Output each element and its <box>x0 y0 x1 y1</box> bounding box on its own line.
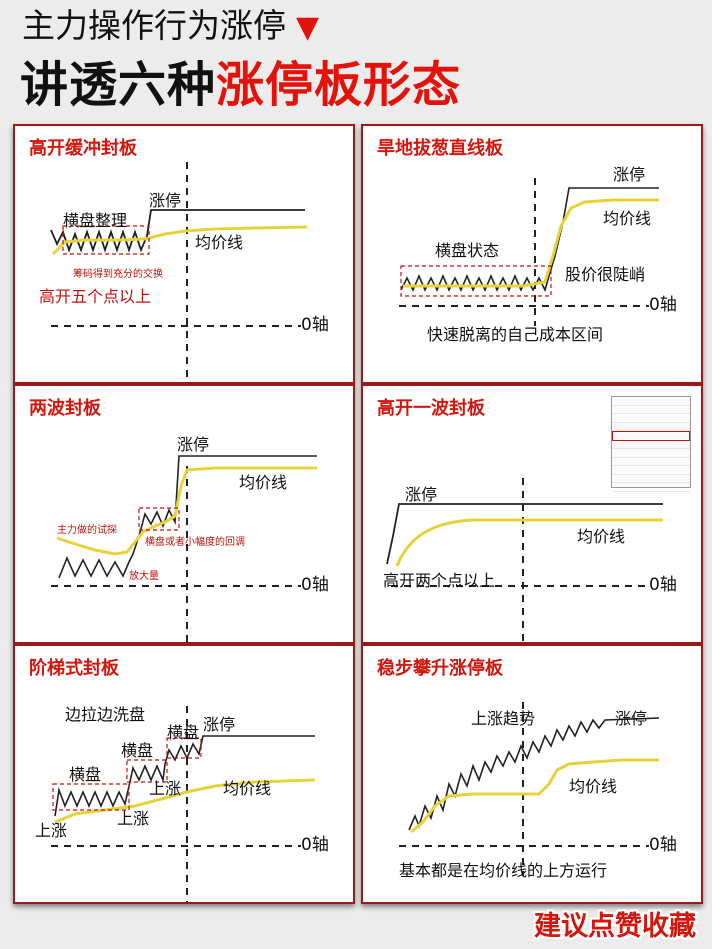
quote-row <box>612 406 690 414</box>
zero-axis-label: 0轴 <box>649 575 677 595</box>
quote-row <box>612 458 690 466</box>
header-title-line1: 主力操作行为涨停 ▼ <box>22 6 319 48</box>
consolidation-box-3 <box>166 737 202 759</box>
consolidation-box-1 <box>52 783 130 811</box>
quote-row <box>612 423 690 431</box>
title-black-part: 讲透六种 <box>20 57 217 113</box>
panel-two-wave-board: 两波封板 涨停 均价线 主力做的试探 横盘或者小幅度的回调 放大量 0轴 <box>13 384 355 644</box>
limit-up-label: 涨停 <box>405 485 438 504</box>
consolidation-label: 横盘状态 <box>435 241 500 260</box>
footer-save-reminder: 建议点赞收藏 <box>534 911 696 942</box>
panel-title: 稳步攀升涨停板 <box>377 658 503 679</box>
limit-up-label: 涨停 <box>149 191 182 210</box>
consolidation-label: 横盘整理 <box>63 211 128 230</box>
panel-title: 旱地拔葱直线板 <box>377 138 503 159</box>
header: 主力操作行为涨停 ▼ 讲透六种涨停板形态 <box>0 0 712 120</box>
consolidation-label-3: 横盘 <box>167 723 200 742</box>
consolidation-box <box>400 265 552 297</box>
panel-steady-climb-board: 稳步攀升涨停板 上涨趋势 涨停 均价线 0轴 基本都是在均价线的上方运行 <box>361 644 703 904</box>
consolidation-box <box>62 225 150 255</box>
title-red-part: 涨停板形态 <box>216 57 462 113</box>
limit-up-label: 涨停 <box>615 709 648 728</box>
quote-row-highlight <box>612 431 690 441</box>
above-average-note: 基本都是在均价线的上方运行 <box>399 861 608 880</box>
title-text: 主力操作行为涨停 <box>22 6 286 45</box>
consolidation-label-2: 横盘 <box>121 741 154 760</box>
panel-5-chart <box>51 706 316 902</box>
panel-3-chart <box>51 455 317 642</box>
average-line-label: 均价线 <box>577 527 626 546</box>
limit-up-label: 涨停 <box>613 165 646 184</box>
price-line <box>54 735 315 817</box>
quote-row <box>612 475 690 483</box>
pullback-note: 横盘或者小幅度的回调 <box>145 537 245 548</box>
zero-axis-label: 0轴 <box>649 295 677 315</box>
volume-note: 放大量 <box>129 571 159 582</box>
quote-row <box>612 449 690 458</box>
panel-title: 高开缓冲封板 <box>29 138 137 159</box>
rise-label-1: 上涨 <box>35 821 68 840</box>
quote-panel-thumbnail <box>611 396 691 492</box>
panel-title: 两波封板 <box>29 398 101 419</box>
zero-axis-label: 0轴 <box>301 315 329 335</box>
panel-straight-line-board: 旱地拔葱直线板 涨停 均价线 横盘状态 股价很陡峭 0轴 快速脱离的自己成本区间 <box>361 124 703 384</box>
quote-row <box>612 483 690 492</box>
price-line <box>408 717 660 831</box>
quote-row <box>612 414 690 423</box>
quote-row <box>612 466 690 475</box>
panel-gap-up-one-wave: 高开一波封板 涨停 均价线 高开两个点以上 0轴 <box>361 384 703 644</box>
panel-gap-up-buffer: 高开缓冲封板 涨停 横盘整理 均价线 筹码得到充分的交换 高开五个点以上 0轴 <box>13 124 355 384</box>
price-line <box>386 503 663 565</box>
average-line-label: 均价线 <box>239 473 288 492</box>
header-title-line2: 讲透六种涨停板形态 <box>20 56 461 114</box>
panel-2-chart <box>399 178 659 326</box>
gap-up-label: 高开五个点以上 <box>39 287 152 306</box>
average-line <box>403 198 659 288</box>
chip-exchange-note: 筹码得到充分的交换 <box>73 269 163 280</box>
zero-axis-label: 0轴 <box>301 575 329 595</box>
price-line <box>400 187 659 293</box>
average-line-label: 均价线 <box>195 233 244 252</box>
steep-price-label: 股价很陡峭 <box>565 265 646 284</box>
cost-escape-note: 快速脱离的自己成本区间 <box>427 325 604 344</box>
panel-title: 高开一波封板 <box>377 398 485 419</box>
down-triangle-icon: ▼ <box>296 10 320 45</box>
panel-6-chart <box>399 702 660 876</box>
price-line <box>50 209 305 253</box>
quote-row <box>612 441 690 449</box>
pullback-box <box>138 507 180 531</box>
consolidation-label-1: 横盘 <box>69 765 102 784</box>
rise-label-2: 上涨 <box>117 809 150 828</box>
limit-up-label: 涨停 <box>177 435 210 454</box>
probe-note: 主力做的试探 <box>57 525 117 536</box>
rise-label-3: 上涨 <box>149 779 182 798</box>
gap-up-label: 高开两个点以上 <box>383 571 496 590</box>
zero-axis-label: 0轴 <box>649 835 677 855</box>
panel-title: 阶梯式封板 <box>29 658 119 679</box>
limit-up-label: 涨停 <box>203 715 236 734</box>
average-line <box>56 466 317 556</box>
panel-1-chart <box>50 162 308 382</box>
quote-row <box>612 397 690 406</box>
wash-label: 边拉边洗盘 <box>65 705 146 724</box>
average-line-label: 均价线 <box>569 777 618 796</box>
average-line <box>54 778 316 824</box>
uptrend-label: 上涨趋势 <box>471 709 536 728</box>
average-line <box>395 518 663 567</box>
average-line <box>410 758 659 834</box>
price-line <box>58 455 317 579</box>
panel-stair-step-board: 阶梯式封板 边拉边洗盘 横盘 横盘 横盘 涨停 上涨 均价线 上涨 上涨 0轴 <box>13 644 355 904</box>
average-line-label: 均价线 <box>223 779 272 798</box>
consolidation-box-2 <box>126 759 168 783</box>
average-line <box>51 225 308 256</box>
zero-axis-label: 0轴 <box>301 835 329 855</box>
average-line-label: 均价线 <box>603 209 652 228</box>
panel-4-chart <box>386 478 663 642</box>
